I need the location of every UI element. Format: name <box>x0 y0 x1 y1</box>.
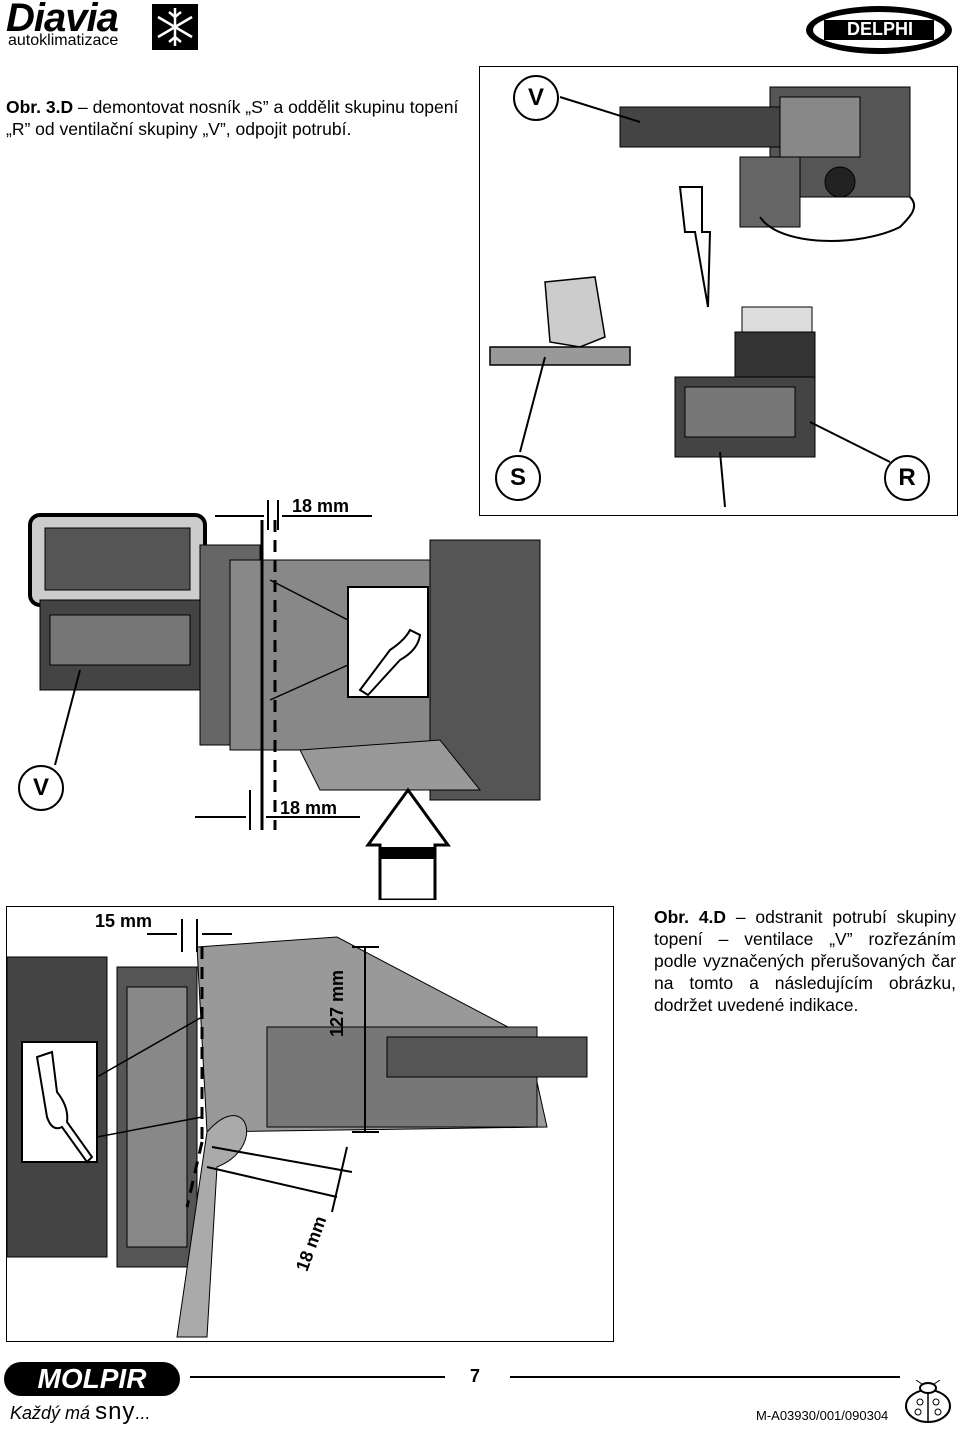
figure-3-caption: Obr. 3.D – demontovat nosník „S” a odděl… <box>6 96 471 140</box>
brand-subtitle: autoklimatizace <box>8 32 119 49</box>
diavia-logo: Diavia autoklimatizace <box>6 0 198 50</box>
dimension-15mm: 15 mm <box>95 911 153 931</box>
slogan-word-2: má <box>65 1403 91 1423</box>
delphi-logo: DELPHI <box>804 4 954 56</box>
slogan: Každý má sny... <box>10 1398 150 1426</box>
brand-name: Diavia <box>6 0 119 40</box>
ventilation-unit-drawing <box>28 500 541 900</box>
delphi-word: DELPHI <box>846 19 913 39</box>
dimension-top-18mm: 18 mm <box>292 496 350 516</box>
figure-4-label: Obr. 4.D <box>654 907 727 927</box>
figure-4-photo-bottom: 15 mm 127 mm 18 mm <box>6 906 614 1342</box>
callout-r: R <box>884 455 930 501</box>
snowflake-icon <box>152 4 198 50</box>
footer-rule-right <box>510 1376 900 1378</box>
document-id: M-A03930/001/090304 <box>756 1408 889 1423</box>
ladybug-icon <box>900 1379 956 1424</box>
callout-v: V <box>513 75 559 121</box>
heater-assembly-drawing <box>489 86 916 508</box>
figure-4-text: – odstranit potrubí skupiny topení – ven… <box>654 907 956 1015</box>
heater-duct-drawing <box>7 919 588 1338</box>
figure-3-text: – demontovat nosník „S” a oddělit skupin… <box>6 97 459 139</box>
figure-4-photo-top: 18 mm 18 mm V <box>0 490 600 900</box>
figure-3-photo: V S R <box>479 66 958 516</box>
callout-v-bottom: V <box>18 765 64 811</box>
dimension-bottom-18mm: 18 mm <box>280 798 338 818</box>
slogan-ellipsis: ... <box>135 1403 151 1423</box>
dimension-127mm: 127 mm <box>327 969 347 1037</box>
slogan-word-3: sny <box>95 1398 136 1425</box>
molpir-word: MOLPIR <box>4 1362 180 1396</box>
callout-s: S <box>495 455 541 501</box>
figure-3-label: Obr. 3.D <box>6 97 74 117</box>
slogan-word-1: Každý <box>10 1403 61 1423</box>
page-number: 7 <box>470 1366 481 1386</box>
figure-4-caption: Obr. 4.D – odstranit potrubí skupiny top… <box>654 906 956 1016</box>
footer-rule-left <box>190 1376 445 1378</box>
molpir-logo: MOLPIR <box>4 1362 180 1398</box>
